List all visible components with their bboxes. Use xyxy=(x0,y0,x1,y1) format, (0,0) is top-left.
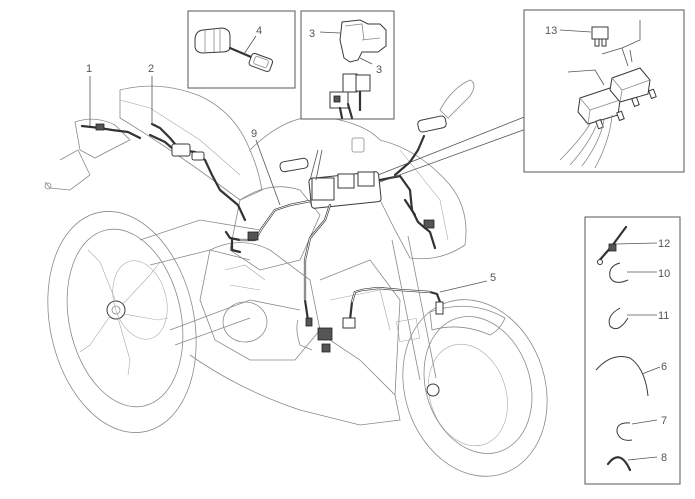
callout-10: 10 xyxy=(658,268,670,280)
callout-3b: 3 xyxy=(376,64,382,76)
front-rim xyxy=(423,316,533,454)
connector-4 xyxy=(194,27,231,54)
callout-11: 11 xyxy=(658,310,669,322)
motorcycle-outline xyxy=(44,79,548,477)
left-grip xyxy=(279,157,309,173)
lower-harness[interactable] xyxy=(303,203,332,322)
rear-tire xyxy=(47,211,197,433)
swingarm xyxy=(169,299,301,346)
rear-spokes xyxy=(79,249,169,376)
belly-pan xyxy=(189,339,401,426)
callout-6: 6 xyxy=(661,361,667,373)
relay-detail-box xyxy=(300,10,395,120)
callout-12: 12 xyxy=(658,238,670,250)
clip-10 xyxy=(609,262,629,283)
callout-8: 8 xyxy=(661,452,667,464)
fuse-relay-detail-box xyxy=(523,9,685,173)
leader-lines xyxy=(89,76,488,293)
brake-reservoir xyxy=(351,137,365,153)
harness-2[interactable] xyxy=(150,122,247,222)
callout-7: 7 xyxy=(661,415,667,427)
relay-right xyxy=(355,74,371,92)
callout-5: 5 xyxy=(490,272,496,284)
callout-labels: 1 2 3 3 4 5 6 7 8 9 10 11 12 13 xyxy=(86,25,670,464)
front-fairing xyxy=(369,139,467,260)
relay-wires xyxy=(559,114,613,169)
mirror xyxy=(439,79,475,119)
callout-3a: 3 xyxy=(309,28,315,40)
rear-rim xyxy=(66,228,184,408)
engine-block xyxy=(199,242,321,361)
plate-bracket xyxy=(44,149,91,191)
rear-fender-plate xyxy=(74,118,131,159)
clutch-cover xyxy=(222,301,268,343)
connector-detail-box xyxy=(187,10,296,89)
tail-section xyxy=(119,85,263,201)
ecu-connector xyxy=(311,177,335,201)
clip-11 xyxy=(608,307,629,330)
rear-brake-disc xyxy=(112,260,168,340)
front-harness-branch[interactable] xyxy=(378,174,437,250)
callout-2: 2 xyxy=(148,63,154,75)
callout-13: 13 xyxy=(545,25,557,37)
front-hub xyxy=(426,383,440,397)
relay-left xyxy=(342,73,358,93)
clip-8 xyxy=(606,456,632,472)
harness-2-connector xyxy=(171,143,191,157)
front-tire xyxy=(402,299,548,477)
tank xyxy=(249,116,381,151)
front-fender xyxy=(429,305,506,336)
relay-b xyxy=(609,67,651,103)
fuse-13 xyxy=(591,26,609,40)
lower-fairing xyxy=(319,259,401,396)
clips-detail-box xyxy=(584,216,681,485)
callout-1: 1 xyxy=(86,63,92,75)
clip-7 xyxy=(616,422,633,441)
front-brake-disc xyxy=(428,343,508,447)
harness-1[interactable] xyxy=(80,124,142,140)
front-fork xyxy=(391,235,437,381)
relay-cover xyxy=(339,19,387,63)
harness-group xyxy=(80,111,538,353)
strap-6 xyxy=(595,356,649,397)
callout-4: 4 xyxy=(256,25,262,37)
right-grip xyxy=(417,115,447,133)
callout-9: 9 xyxy=(251,128,257,140)
side-panel xyxy=(229,186,321,271)
